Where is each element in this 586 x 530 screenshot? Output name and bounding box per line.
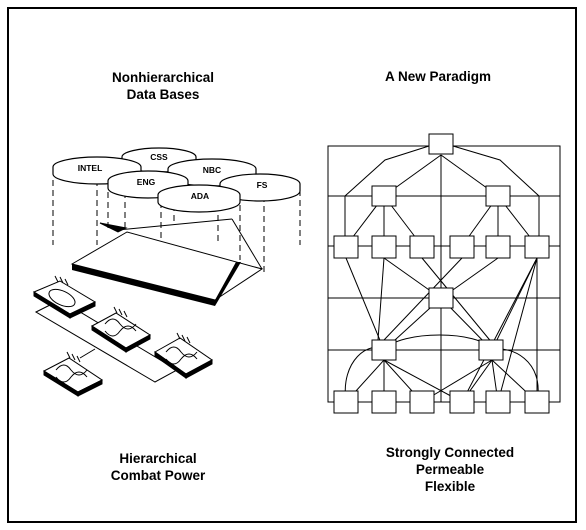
node-l4-left (371, 339, 397, 361)
node-top (428, 133, 454, 155)
db-ada-disk (157, 184, 241, 213)
left-top-caption-line2: Data Bases (126, 87, 200, 102)
database-cylinders (52, 147, 301, 213)
node-l3-3 (409, 235, 435, 259)
left-top-caption-line1: Nonhierarchical (111, 70, 215, 85)
left-top-caption: Nonhierarchical Data Bases (83, 69, 243, 103)
left-bottom-caption-line1: Hierarchical (119, 451, 197, 466)
node-middle (428, 287, 454, 309)
right-top-caption-line1: A New Paradigm (384, 69, 492, 84)
unit-platform-3 (154, 332, 213, 379)
right-bottom-caption-line3: Flexible (424, 479, 476, 494)
node-l4-right (478, 339, 504, 361)
unit-platform-2 (91, 306, 151, 353)
db-label-eng: ENG (137, 177, 156, 187)
unit-platform-4 (42, 351, 103, 397)
node-l5-3 (409, 390, 435, 414)
left-bottom-caption-line2: Combat Power (110, 468, 206, 483)
unit-platforms (32, 275, 213, 397)
unit-platform-1 (32, 275, 97, 319)
node-l3-5 (485, 235, 511, 259)
db-label-fs: FS (257, 180, 268, 190)
node-l5-5 (485, 390, 511, 414)
left-bottom-caption: Hierarchical Combat Power (78, 450, 238, 484)
node-l5-6 (524, 390, 550, 414)
node-l2-right (485, 185, 511, 207)
right-top-caption: A New Paradigm (358, 68, 518, 85)
right-bottom-caption: Strongly Connected Permeable Flexible (355, 444, 545, 495)
db-label-intel: INTEL (78, 163, 103, 173)
right-bottom-caption-line1: Strongly Connected (385, 445, 515, 460)
db-label-css: CSS (150, 152, 168, 162)
figure-frame (7, 7, 577, 523)
network-nodes (333, 133, 550, 414)
network-edges (327, 145, 561, 403)
node-l5-1 (333, 390, 359, 414)
right-bottom-caption-line2: Permeable (415, 462, 485, 477)
db-label-nbc: NBC (203, 165, 221, 175)
node-l5-4 (449, 390, 475, 414)
command-platform (70, 231, 264, 306)
db-label-ada: ADA (191, 191, 209, 201)
node-l3-1 (333, 235, 359, 259)
node-l3-2 (371, 235, 397, 259)
node-l5-2 (371, 390, 397, 414)
data-feed-arrow (99, 218, 263, 270)
node-l3-4 (449, 235, 475, 259)
node-l2-left (371, 185, 397, 207)
node-l3-6 (524, 235, 550, 259)
